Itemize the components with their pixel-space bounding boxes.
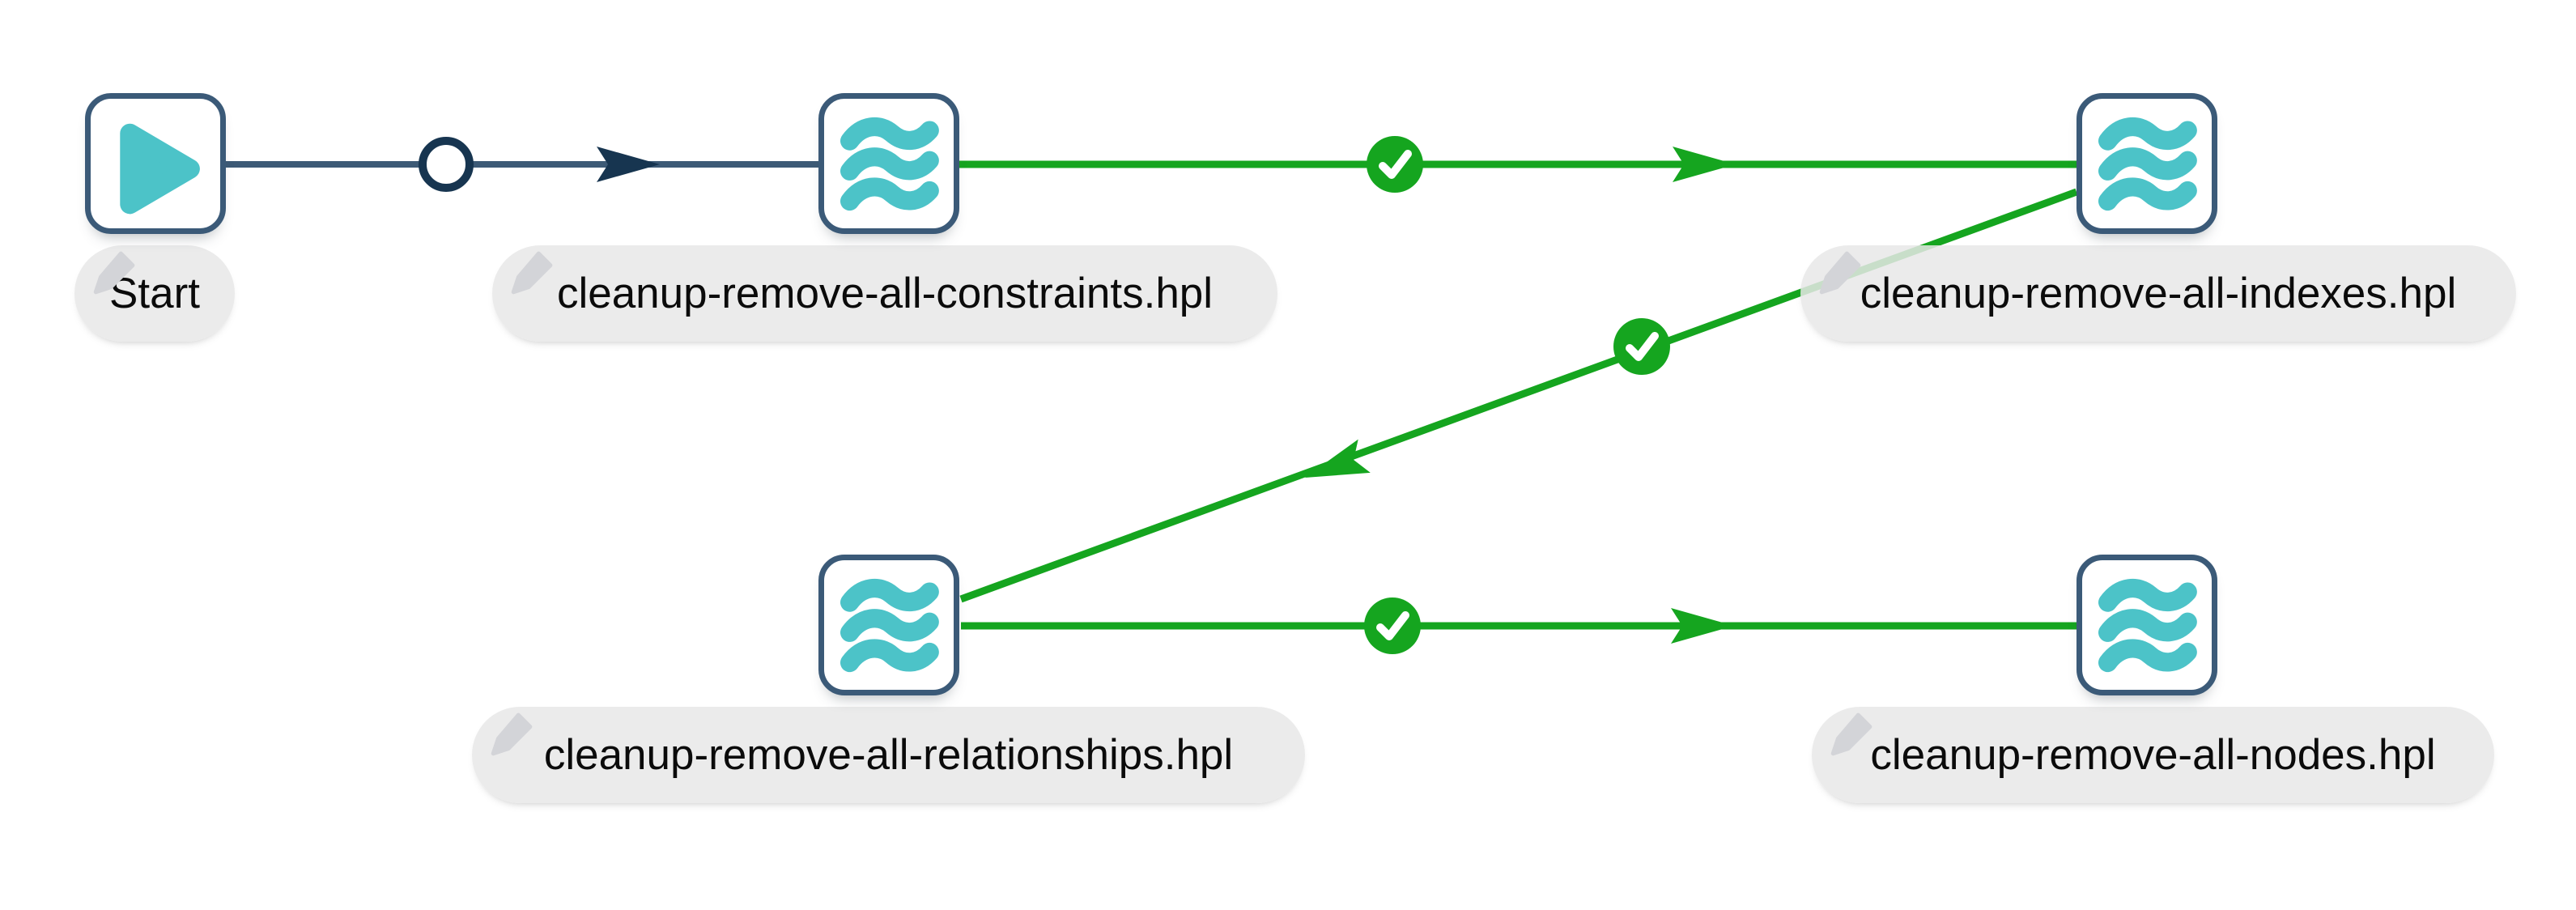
action-label-start[interactable]: Start: [74, 245, 235, 342]
pencil-icon: [491, 712, 533, 756]
arrowhead-icon: [597, 147, 660, 182]
action-label-indexes[interactable]: cleanup-remove-all-indexes.hpl: [1800, 245, 2516, 342]
pencil-icon: [1819, 251, 1861, 295]
action-label-nodes[interactable]: cleanup-remove-all-nodes.hpl: [1812, 707, 2494, 803]
checkmark-glyph: [1376, 611, 1409, 640]
arrowhead-icon: [1305, 439, 1371, 478]
action-node-constraints[interactable]: [818, 93, 959, 234]
action-label-text: Start: [109, 270, 200, 317]
checkmark-glyph: [1379, 150, 1412, 179]
unconditional-circle-icon[interactable]: [419, 137, 474, 192]
hop-start-to-constraints[interactable]: [226, 137, 818, 192]
arrowhead-icon: [1673, 147, 1736, 182]
action-node-start[interactable]: [85, 93, 226, 234]
success-checkmark-icon[interactable]: [1367, 136, 1423, 193]
action-node-nodes[interactable]: [2077, 555, 2217, 695]
waves-icon: [840, 578, 939, 673]
checkmark-glyph: [1626, 332, 1659, 361]
pencil-icon: [511, 251, 553, 295]
waves-icon: [2098, 578, 2197, 673]
action-label-text: cleanup-remove-all-indexes.hpl: [1860, 270, 2457, 317]
waves-icon: [840, 117, 939, 211]
hop-constraints-to-indexes[interactable]: [959, 136, 2077, 193]
success-checkmark-icon[interactable]: [1364, 597, 1421, 654]
action-label-text: cleanup-remove-all-nodes.hpl: [1870, 731, 2436, 779]
action-label-text: cleanup-remove-all-constraints.hpl: [556, 270, 1214, 317]
success-checkmark-icon[interactable]: [1613, 318, 1670, 375]
waves-icon: [2098, 117, 2197, 211]
hop-relationships-to-nodes[interactable]: [961, 597, 2077, 654]
action-label-text: cleanup-remove-all-relationships.hpl: [543, 731, 1234, 779]
action-node-relationships[interactable]: [818, 555, 959, 695]
arrowhead-icon: [1671, 608, 1734, 644]
action-label-relationships[interactable]: cleanup-remove-all-relationships.hpl: [472, 707, 1305, 803]
action-label-constraints[interactable]: cleanup-remove-all-constraints.hpl: [492, 245, 1277, 342]
pencil-icon: [1830, 712, 1872, 756]
play-icon: [120, 123, 200, 215]
pencil-icon: [93, 251, 135, 295]
action-node-indexes[interactable]: [2077, 93, 2217, 234]
